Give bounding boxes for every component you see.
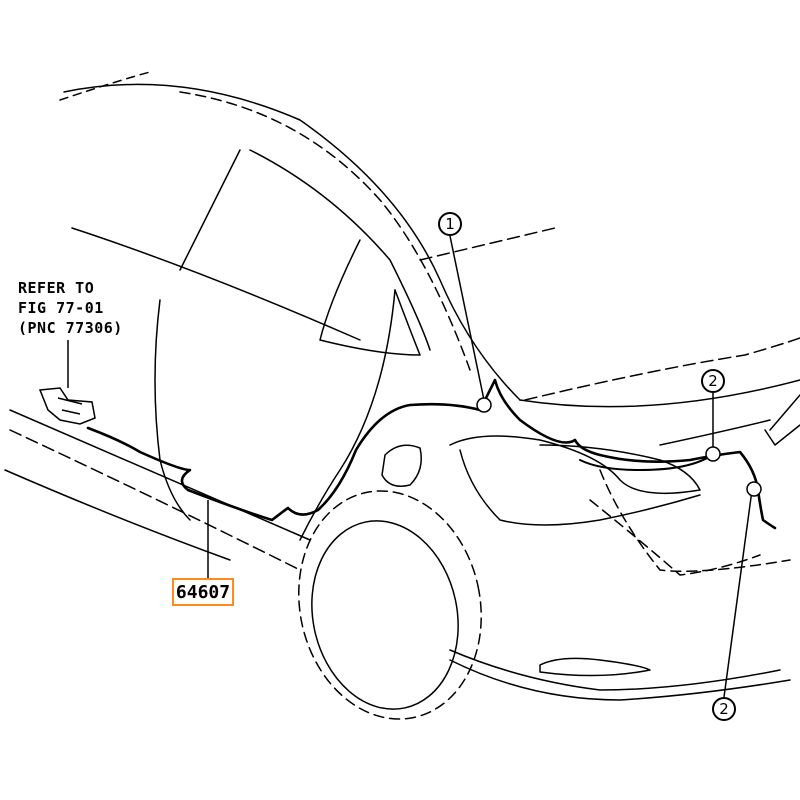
callout-1: 1 <box>438 212 462 236</box>
tail-light-lower <box>459 449 701 526</box>
trunk-edge <box>519 379 800 408</box>
bumper-dash <box>589 499 761 576</box>
rocker-top <box>9 409 311 541</box>
wire-branch <box>579 454 713 471</box>
clamp-point-2a <box>705 446 721 462</box>
rear-wheel <box>311 520 459 710</box>
trunk-lid-dash <box>419 227 556 261</box>
reflector <box>539 657 651 677</box>
door-line <box>154 299 191 521</box>
callout-2-top: 2 <box>701 369 725 393</box>
rocker-dash <box>9 429 301 571</box>
wire-harness <box>86 378 777 530</box>
callout1-leader <box>449 235 485 401</box>
bumper-curve <box>599 469 791 572</box>
trunk-top-dash <box>524 337 800 401</box>
roof-inner-dash <box>179 91 471 371</box>
rear-bumper-lower <box>449 649 781 691</box>
callout2-bottom-leader <box>723 489 753 698</box>
quarter-panel <box>299 289 396 541</box>
tail-light <box>449 435 701 495</box>
rocker-lower <box>4 469 231 561</box>
fuel-door <box>381 444 422 487</box>
rear-arrow <box>764 394 800 446</box>
rear-window <box>179 149 421 356</box>
part-number-label[interactable]: 64607 <box>172 578 234 606</box>
rear-window-top <box>71 227 361 341</box>
callout-2-bottom: 2 <box>712 697 736 721</box>
reference-note-line2: FIG 77-01 <box>18 299 104 317</box>
connector-left <box>38 387 96 425</box>
rear-bumper-lip <box>449 659 791 701</box>
reference-note: REFER TO FIG 77-01 (PNC 77306) <box>18 278 123 338</box>
roof-line <box>59 71 151 101</box>
clamp-point-2b <box>746 481 762 497</box>
rear-panel <box>659 419 771 446</box>
roof-edge <box>63 83 521 401</box>
clamp-point-1 <box>476 397 492 413</box>
c-pillar <box>249 149 431 351</box>
rear-wheel-arch <box>298 490 482 720</box>
reference-note-line3: (PNC 77306) <box>18 319 123 337</box>
reference-note-line1: REFER TO <box>18 279 95 297</box>
